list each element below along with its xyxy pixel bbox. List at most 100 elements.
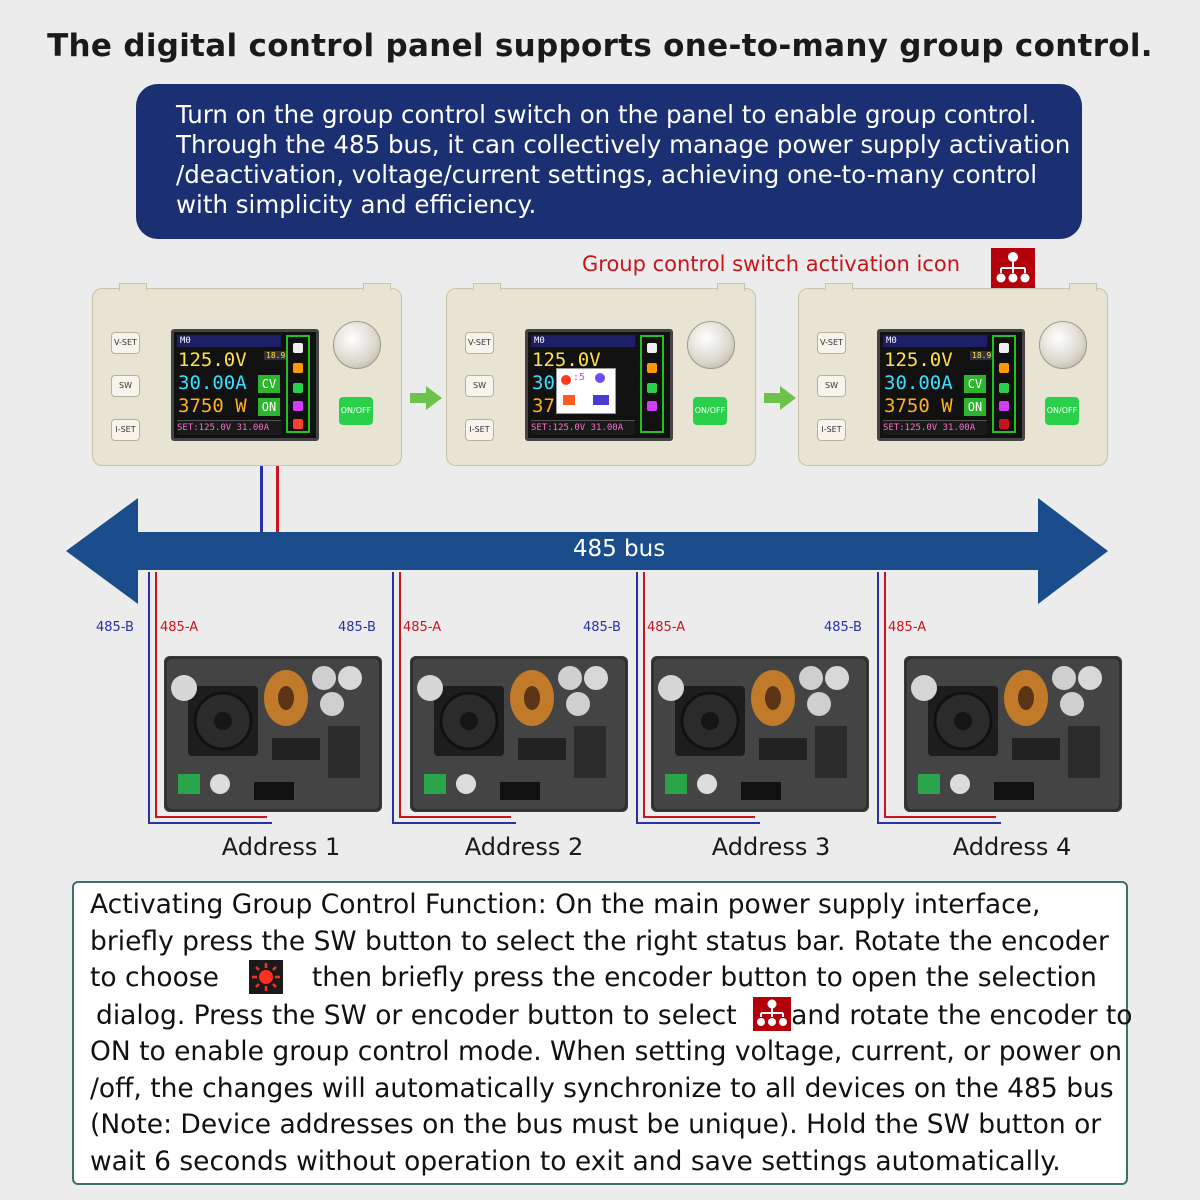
popup-value: :5 bbox=[573, 372, 586, 383]
address-label-4: Address 4 bbox=[952, 833, 1072, 861]
wifi-icon bbox=[999, 343, 1009, 353]
wifi-icon bbox=[293, 343, 303, 353]
instruction-line-5: ON to enable group control mode. When se… bbox=[90, 1036, 1123, 1067]
instruction-line-1: Activating Group Control Function: On th… bbox=[90, 889, 1041, 920]
vset-button[interactable]: V-SET bbox=[817, 332, 846, 354]
display-screen: M0 125.0V 18.9 30.00A CV 3750 W ON SET:1… bbox=[171, 329, 319, 441]
speaker-icon bbox=[647, 363, 657, 373]
wire-485a-2 bbox=[399, 572, 401, 818]
wire-485a-4-foot bbox=[884, 816, 996, 818]
onoff-button[interactable]: ON/OFF bbox=[693, 397, 727, 425]
instruction-line-3a: to choose bbox=[90, 962, 219, 993]
page-title: The digital control panel supports one-t… bbox=[47, 28, 1153, 64]
address-label-2: Address 2 bbox=[464, 833, 584, 861]
label-485a-1: 485-A bbox=[160, 620, 199, 635]
wire-485a-2-foot bbox=[399, 816, 511, 818]
off-indicator bbox=[593, 395, 609, 405]
sw-button[interactable]: SW bbox=[817, 375, 846, 397]
wire-red bbox=[276, 466, 279, 534]
address-label-3: Address 3 bbox=[711, 833, 831, 861]
cv-badge: CV bbox=[964, 375, 986, 393]
cv-badge: CV bbox=[258, 375, 280, 393]
power-board-image bbox=[164, 656, 382, 812]
wire-485a-1-foot bbox=[155, 816, 267, 818]
switch-caption: Group control switch activation icon bbox=[582, 252, 961, 276]
power-readout: 3750 W bbox=[178, 395, 247, 417]
instruction-line-2: briefly press the SW button to select th… bbox=[90, 925, 1109, 957]
vset-button[interactable]: V-SET bbox=[465, 332, 494, 354]
group-control-icon bbox=[563, 395, 575, 405]
onoff-button[interactable]: ON/OFF bbox=[1045, 397, 1079, 425]
iset-button[interactable]: I-SET bbox=[465, 419, 494, 441]
power-board-image bbox=[410, 656, 628, 812]
status-bar bbox=[286, 335, 310, 433]
set-readout: SET:125.0V 31.00A bbox=[883, 420, 987, 435]
settings-sun-icon bbox=[249, 960, 284, 994]
label-485b-3: 485-B bbox=[583, 620, 621, 635]
display-screen: M0 125.0V 30.00A 3750 W SET:125.0V 31.00… bbox=[525, 329, 673, 441]
battery-icon bbox=[293, 383, 303, 393]
group-control-icon bbox=[999, 419, 1009, 429]
info-box: Turn on the group control switch on the … bbox=[136, 84, 1082, 239]
lock-icon bbox=[647, 401, 657, 411]
status-bar bbox=[992, 335, 1016, 433]
wire-485a-4 bbox=[884, 572, 886, 818]
wire-485b-4-foot bbox=[877, 822, 1001, 824]
iset-button[interactable]: I-SET bbox=[111, 419, 140, 441]
current-readout: 30.00A bbox=[884, 372, 953, 394]
rotary-encoder[interactable] bbox=[687, 321, 735, 369]
instruction-box: Activating Group Control Function: On th… bbox=[72, 881, 1133, 1185]
voltage-readout: 125.0V bbox=[178, 349, 247, 371]
speaker-icon bbox=[293, 363, 303, 373]
iset-button[interactable]: I-SET bbox=[817, 419, 846, 441]
wire-485b-3-foot bbox=[636, 822, 760, 824]
info-line-1: Turn on the group control switch on the … bbox=[176, 100, 1037, 129]
control-panel-3: V-SET SW I-SET M0 125.0V 18.9 30.00A CV … bbox=[798, 283, 1108, 466]
voltage-readout: 125.0V bbox=[884, 349, 953, 371]
speaker-icon bbox=[999, 363, 1009, 373]
wire-485a-3-foot bbox=[643, 816, 755, 818]
power-readout: 3750 W bbox=[884, 395, 953, 417]
moon-icon bbox=[595, 373, 605, 383]
battery-icon bbox=[647, 383, 657, 393]
instruction-line-3b: then briefly press the encoder button to… bbox=[311, 962, 1097, 993]
rotary-encoder[interactable] bbox=[1039, 321, 1087, 369]
sun-icon bbox=[561, 375, 571, 385]
control-panel-2: V-SET SW I-SET M0 125.0V 30.00A 3750 W S… bbox=[446, 283, 756, 466]
rotary-encoder[interactable] bbox=[333, 321, 381, 369]
bus-arrow bbox=[66, 498, 1108, 604]
instruction-line-6: /off, the changes will automatically syn… bbox=[90, 1072, 1114, 1104]
control-panel-1: V-SET SW I-SET M0 125.0V 18.9 30.00A CV … bbox=[92, 283, 402, 466]
wire-blue bbox=[260, 466, 263, 534]
wire-485b-1-foot bbox=[148, 822, 272, 824]
arrow-right-icon bbox=[410, 386, 442, 410]
instruction-line-4: dialog. Press the SW or encoder button t… bbox=[90, 996, 1133, 1035]
onoff-button[interactable]: ON/OFF bbox=[339, 397, 373, 425]
info-line-4: with simplicity and efficiency. bbox=[176, 190, 537, 219]
mode-indicator: M0 bbox=[177, 335, 281, 347]
current-readout: 30.00A bbox=[178, 372, 247, 394]
info-line-2: Through the 485 bus, it can collectively… bbox=[176, 130, 1071, 159]
label-485a-4: 485-A bbox=[888, 620, 927, 635]
on-badge: ON bbox=[258, 398, 280, 416]
info-line-3: /deactivation, voltage/current settings,… bbox=[176, 160, 1038, 189]
selection-dialog: :5 bbox=[556, 368, 616, 414]
instruction-line-7: (Note: Device addresses on the bus must … bbox=[90, 1109, 1102, 1140]
power-board-image bbox=[651, 656, 869, 812]
wire-485b-4 bbox=[877, 572, 879, 824]
lock-icon bbox=[999, 401, 1009, 411]
label-485a-3: 485-A bbox=[647, 620, 686, 635]
set-readout: SET:125.0V 31.00A bbox=[177, 420, 281, 435]
wire-485a-1 bbox=[155, 572, 157, 818]
label-485b-2: 485-B bbox=[338, 620, 376, 635]
address-label-1: Address 1 bbox=[221, 833, 341, 861]
arrow-right-icon bbox=[764, 386, 796, 410]
sw-button[interactable]: SW bbox=[465, 375, 494, 397]
settings-sun-icon bbox=[293, 419, 303, 429]
instruction-line-4b: and rotate the encoder to bbox=[791, 999, 1133, 1031]
status-bar bbox=[640, 335, 664, 433]
sw-button[interactable]: SW bbox=[111, 375, 140, 397]
vset-button[interactable]: V-SET bbox=[111, 332, 140, 354]
set-readout: SET:125.0V 31.00A bbox=[531, 420, 635, 435]
instruction-line-4a: dialog. Press the SW or encoder button t… bbox=[96, 999, 737, 1031]
